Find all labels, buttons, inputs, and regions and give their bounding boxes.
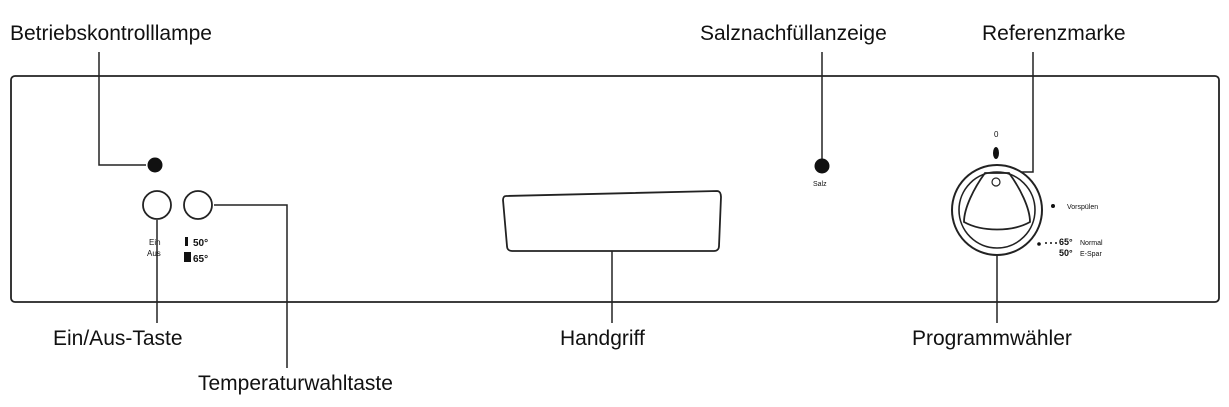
callout-pilot-lamp: Betriebskontrolllampe — [10, 22, 212, 45]
leader-line-pilot-lamp — [98, 52, 146, 166]
normal-dot-1-icon — [1045, 242, 1047, 244]
salt-lamp-icon — [814, 158, 830, 174]
salt-label: Salz — [813, 181, 827, 188]
dial-off-marker-icon — [993, 147, 999, 159]
callout-program-selector: Programmwähler — [912, 327, 1072, 350]
power-button[interactable] — [142, 190, 172, 220]
dial-temp-65: 65° — [1059, 237, 1073, 247]
dial-temp-50: 50° — [1059, 248, 1073, 258]
normal-dot-3-icon — [1055, 242, 1057, 244]
callout-handle: Handgriff — [560, 327, 645, 350]
dial-off-label: 0 — [994, 130, 999, 139]
callout-temperature-button: Temperaturwahltaste — [198, 372, 393, 395]
leader-line-reference-mark — [1000, 52, 1034, 173]
normal-marker-icon — [1037, 242, 1041, 246]
dial-indicator-circle-icon — [991, 177, 1001, 187]
dial-inner-ring — [958, 171, 1036, 249]
temperature-button[interactable] — [183, 190, 213, 220]
callout-salt-indicator: Salznachfüllanzeige — [700, 22, 887, 45]
prewash-marker-icon — [1051, 204, 1055, 208]
power-label-top: Ein — [149, 238, 161, 247]
power-label-bottom: Aus — [147, 249, 161, 258]
indicator-lamp-icon — [147, 157, 163, 173]
dial-outer-ring — [951, 164, 1043, 256]
temp-65-marker-icon — [184, 252, 191, 262]
door-handle[interactable] — [502, 190, 722, 252]
dial-normal-label: Normal — [1080, 240, 1103, 247]
leader-line-temperature-button — [214, 204, 288, 368]
callout-reference-mark: Referenzmarke — [982, 22, 1126, 45]
dial-eco-label: E-Spar — [1080, 251, 1102, 258]
temp-option-50: 50° — [193, 238, 208, 249]
dial-prewash-label: Vorspülen — [1067, 204, 1098, 211]
dial-pointer-icon — [963, 172, 1031, 231]
control-panel-frame — [10, 75, 1220, 303]
temp-50-marker-icon — [185, 237, 188, 246]
program-selector-dial[interactable] — [951, 164, 1043, 256]
normal-dot-2-icon — [1050, 242, 1052, 244]
callout-power-button: Ein/Aus-Taste — [53, 327, 183, 350]
temp-option-65: 65° — [193, 254, 208, 265]
